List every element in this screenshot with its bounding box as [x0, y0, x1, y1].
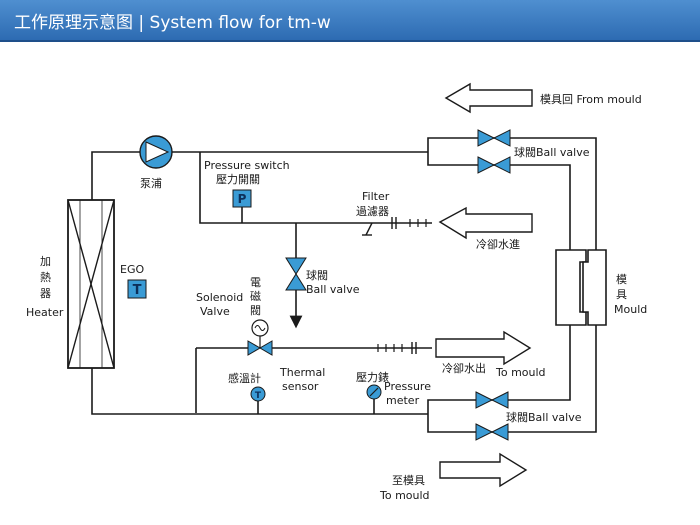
- outlet-ticks: [377, 342, 417, 354]
- ego-symbol: T: [133, 283, 142, 298]
- solenoid-label-en-1: Solenoid: [196, 291, 243, 304]
- arrow-to-mould: [439, 452, 528, 488]
- page-title: 工作原理示意图 | System flow for tm-w: [14, 13, 331, 33]
- to-mould-right-label: To mould: [495, 366, 546, 379]
- solenoid-label-cn-2: 磁: [250, 290, 261, 303]
- pressure-switch-icon: [232, 189, 252, 208]
- page-header: 工作原理示意图 | System flow for tm-w: [0, 0, 700, 42]
- ball-valve-bottom-2-icon: [475, 423, 509, 441]
- pressure-switch-label-cn: 壓力開關: [216, 173, 260, 186]
- thermal-label-en-2: sensor: [282, 380, 319, 393]
- thermal-sensor-symbol: T: [255, 391, 262, 401]
- pump-icon: [139, 135, 173, 169]
- ball-valve-top-2-icon: [477, 156, 511, 174]
- ego-thermostat-icon: [127, 279, 147, 299]
- thermometer-label-cn: 感溫計: [228, 371, 261, 385]
- ball-valve-center-label-cn: 球閥: [306, 268, 328, 282]
- solenoid-label-en-2: Valve: [200, 305, 230, 318]
- solenoid-valve-icon: [247, 319, 273, 356]
- pressure-meter-icon: [366, 384, 382, 400]
- cooling-water-in-label: 冷卻水進: [476, 238, 520, 251]
- cooling-water-out-label: 冷卻水出: [442, 361, 486, 375]
- ball-valve-center-label-en: Ball valve: [306, 283, 360, 296]
- ball-valve-center-icon: [285, 257, 307, 291]
- heater-label-cn-2: 熱: [40, 271, 51, 284]
- arrow-cooling-water-out: [435, 330, 532, 366]
- mould-label-cn-1: 模: [616, 273, 627, 286]
- to-mould-label-en: To mould: [379, 489, 430, 502]
- ego-label: EGO: [120, 263, 144, 276]
- pressure-meter-label-en-2: meter: [386, 394, 420, 407]
- heater-label-cn-1: 加: [40, 255, 51, 268]
- heater-label-cn-3: 器: [40, 287, 51, 300]
- heater: [67, 199, 115, 369]
- to-mould-label-cn: 至模具: [392, 474, 425, 487]
- pump-label: 泵浦: [140, 177, 162, 190]
- solenoid-label-cn-1: 電: [250, 276, 261, 289]
- arrow-from-mould: [444, 82, 533, 114]
- filter-label-cn: 過濾器: [356, 204, 389, 218]
- pressure-switch-label-en: Pressure switch: [204, 159, 290, 172]
- solenoid-label-cn-3: 閥: [250, 304, 261, 317]
- filter-label-en: Filter: [362, 190, 390, 203]
- filter-symbol: [362, 217, 427, 236]
- ball-valve-top-1-icon: [477, 129, 511, 147]
- mould: [555, 249, 607, 326]
- pressure-meter-label-cn: 壓力錶: [356, 371, 389, 384]
- ball-valve-top-label: 球閥Ball valve: [514, 145, 590, 159]
- thermal-sensor-icon: [250, 386, 266, 402]
- mould-label-en: Mould: [614, 303, 647, 316]
- thermal-label-en-1: Thermal: [279, 366, 325, 379]
- pressure-switch-symbol: P: [238, 192, 247, 206]
- heater-label-en: Heater: [26, 306, 64, 319]
- ball-valve-bottom-1-icon: [475, 391, 509, 409]
- mould-label-cn-2: 具: [616, 288, 627, 301]
- pressure-meter-label-en-1: Pressure: [384, 380, 431, 393]
- ball-valve-bottom-label: 球閥Ball valve: [506, 410, 582, 424]
- arrow-cooling-water-in: [438, 206, 533, 240]
- from-mould-label: 模具回 From mould: [540, 93, 642, 106]
